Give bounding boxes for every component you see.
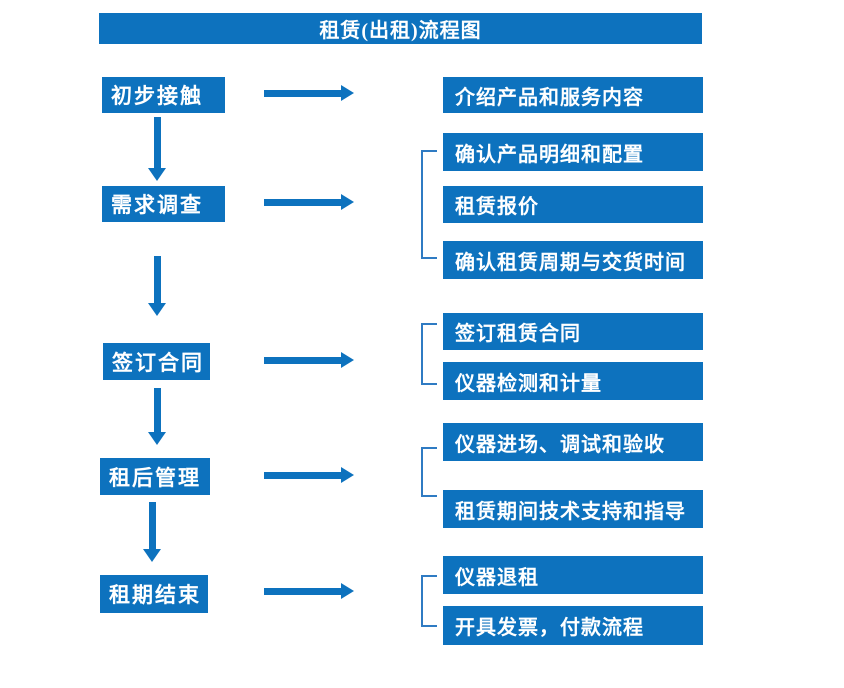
output-label: 确认租赁周期与交货时间 [455, 251, 686, 274]
group-bracket-stage5-outputs [421, 575, 437, 627]
chart-title-banner: 租赁(出租)流程图 [99, 13, 702, 44]
stage-requirements-survey: 需求调查 [102, 186, 225, 222]
right-arrow-shaft [264, 587, 341, 595]
stage-label: 初步接触 [111, 84, 203, 108]
output-box: 确认租赁周期与交货时间 [443, 241, 703, 279]
right-arrow-head [341, 352, 354, 368]
down-arrow-3 [148, 388, 166, 445]
output-box: 仪器检测和计量 [443, 362, 703, 400]
group-bracket-stage3-outputs [421, 323, 437, 385]
stage-label: 租后管理 [109, 465, 201, 490]
down-arrow-shaft [148, 502, 156, 549]
output-label: 租赁报价 [455, 196, 539, 218]
output-label: 仪器退租 [455, 566, 539, 589]
output-box: 租赁期间技术支持和指导 [443, 490, 703, 528]
output-label: 仪器进场、调试和验收 [455, 433, 665, 456]
chart-title: 租赁(出租)流程图 [319, 20, 482, 42]
right-arrow-head [341, 467, 354, 483]
output-label: 仪器检测和计量 [455, 372, 602, 395]
stage-label: 租期结束 [109, 583, 201, 607]
right-arrow-shaft [264, 471, 341, 479]
right-arrow-2 [264, 194, 354, 210]
stage-label: 签订合同 [112, 350, 204, 375]
down-arrow-shaft [153, 117, 161, 168]
right-arrow-3 [264, 352, 354, 368]
right-arrow-shaft [264, 356, 341, 364]
down-arrow-4 [143, 502, 161, 562]
output-box: 开具发票，付款流程 [443, 606, 703, 645]
right-arrow-head [341, 85, 354, 101]
down-arrow-head [148, 303, 166, 316]
stage-lease-end: 租期结束 [100, 575, 208, 613]
down-arrow-2 [148, 256, 166, 316]
stage-label: 需求调查 [111, 193, 203, 217]
down-arrow-head [148, 432, 166, 445]
stage-initial-contact: 初步接触 [102, 77, 225, 113]
down-arrow-head [148, 168, 166, 181]
right-arrow-shaft [264, 198, 341, 206]
right-arrow-4 [264, 467, 354, 483]
output-box: 租赁报价 [443, 186, 703, 223]
output-box: 仪器进场、调试和验收 [443, 423, 703, 461]
right-arrow-head [341, 194, 354, 210]
right-arrow-5 [264, 583, 354, 599]
down-arrow-shaft [153, 256, 161, 303]
down-arrow-1 [148, 117, 166, 181]
stage-post-rental-management: 租后管理 [100, 458, 210, 495]
output-box: 介绍产品和服务内容 [443, 77, 703, 113]
output-label: 确认产品明细和配置 [455, 143, 644, 166]
output-label: 介绍产品和服务内容 [455, 86, 644, 109]
output-box: 签订租赁合同 [443, 313, 703, 350]
output-label: 开具发票，付款流程 [455, 617, 644, 639]
output-box: 确认产品明细和配置 [443, 133, 703, 171]
right-arrow-1 [264, 85, 354, 101]
stage-contract-signing: 签订合同 [103, 343, 210, 380]
right-arrow-shaft [264, 89, 341, 97]
group-bracket-stage2-outputs [421, 150, 437, 259]
output-label: 租赁期间技术支持和指导 [455, 500, 686, 523]
output-box: 仪器退租 [443, 556, 703, 594]
group-bracket-stage4-outputs [421, 447, 437, 497]
down-arrow-head [143, 549, 161, 562]
right-arrow-head [341, 583, 354, 599]
down-arrow-shaft [153, 388, 161, 432]
output-label: 签订租赁合同 [455, 323, 581, 345]
